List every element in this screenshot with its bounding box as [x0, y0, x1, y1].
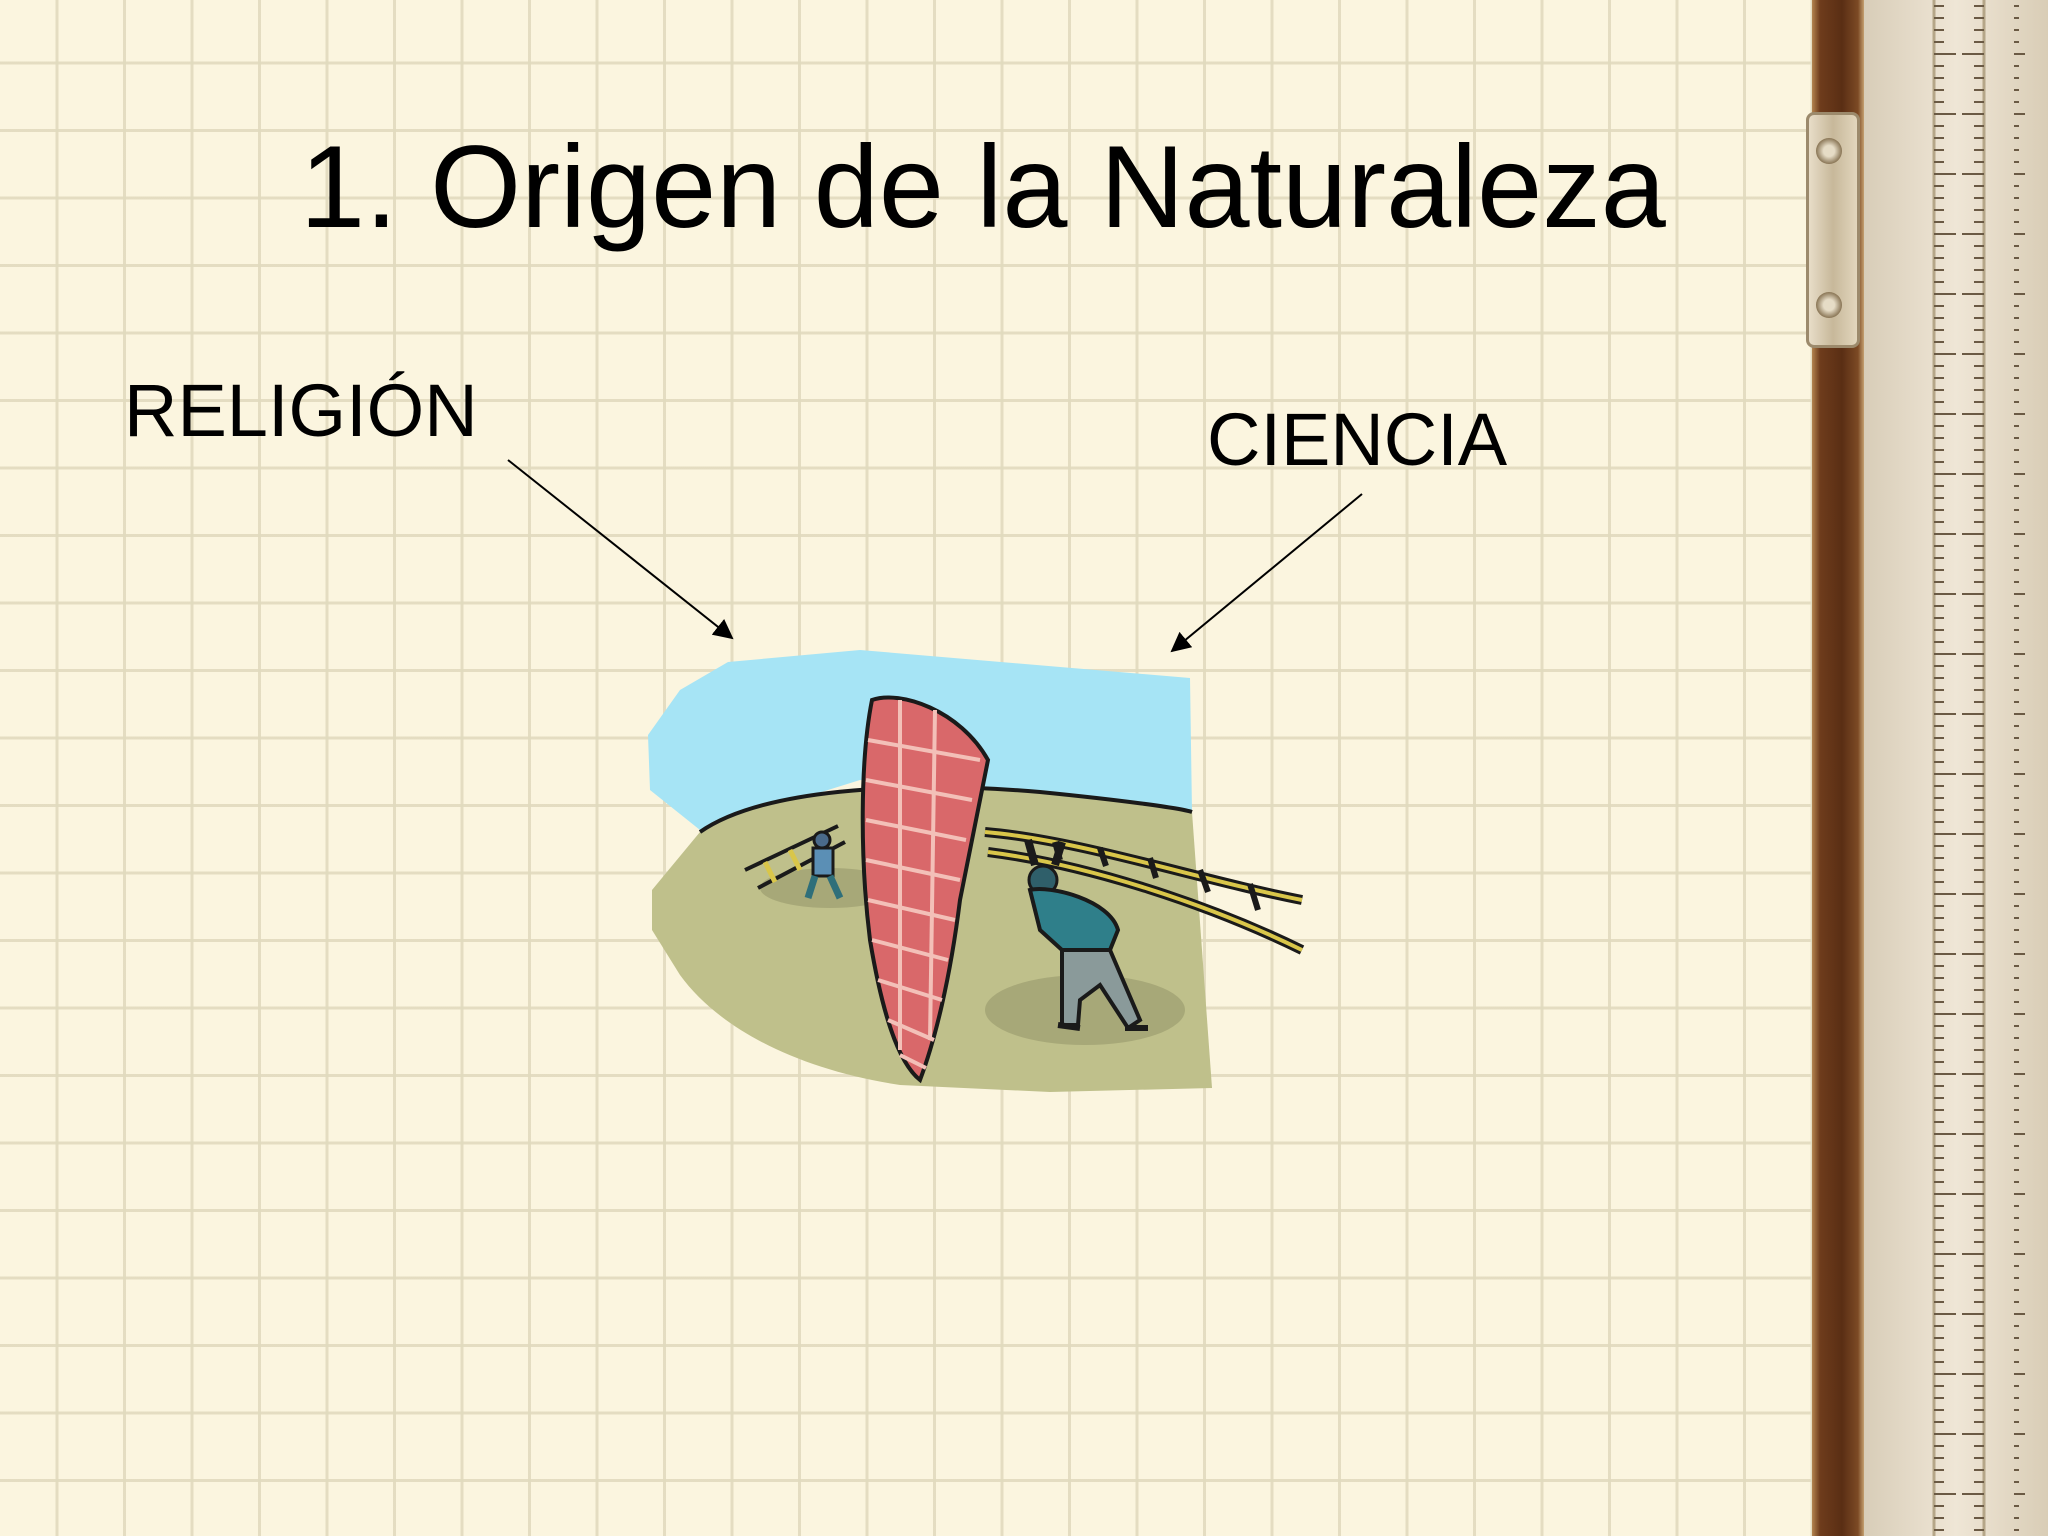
arrow-ciencia	[1170, 493, 1363, 653]
screw-icon	[1816, 292, 1842, 318]
striped-arch	[860, 695, 991, 1084]
small-worker	[804, 830, 844, 900]
ruler-decoration	[1864, 0, 2048, 1536]
slide-title: 1. Origen de la Naturaleza	[300, 121, 1666, 252]
arrow-religion	[507, 459, 734, 640]
label-ciencia: CIENCIA	[1207, 398, 1508, 481]
ladder-workers-illustration	[648, 650, 1305, 1092]
label-religion: RELIGIÓN	[124, 369, 478, 452]
arrows-layer	[507, 459, 1363, 653]
screw-icon	[1816, 138, 1842, 164]
big-worker	[1024, 838, 1148, 1031]
slide-background: 1. Origen de la Naturaleza RELIGIÓN CIEN…	[0, 0, 1812, 1536]
